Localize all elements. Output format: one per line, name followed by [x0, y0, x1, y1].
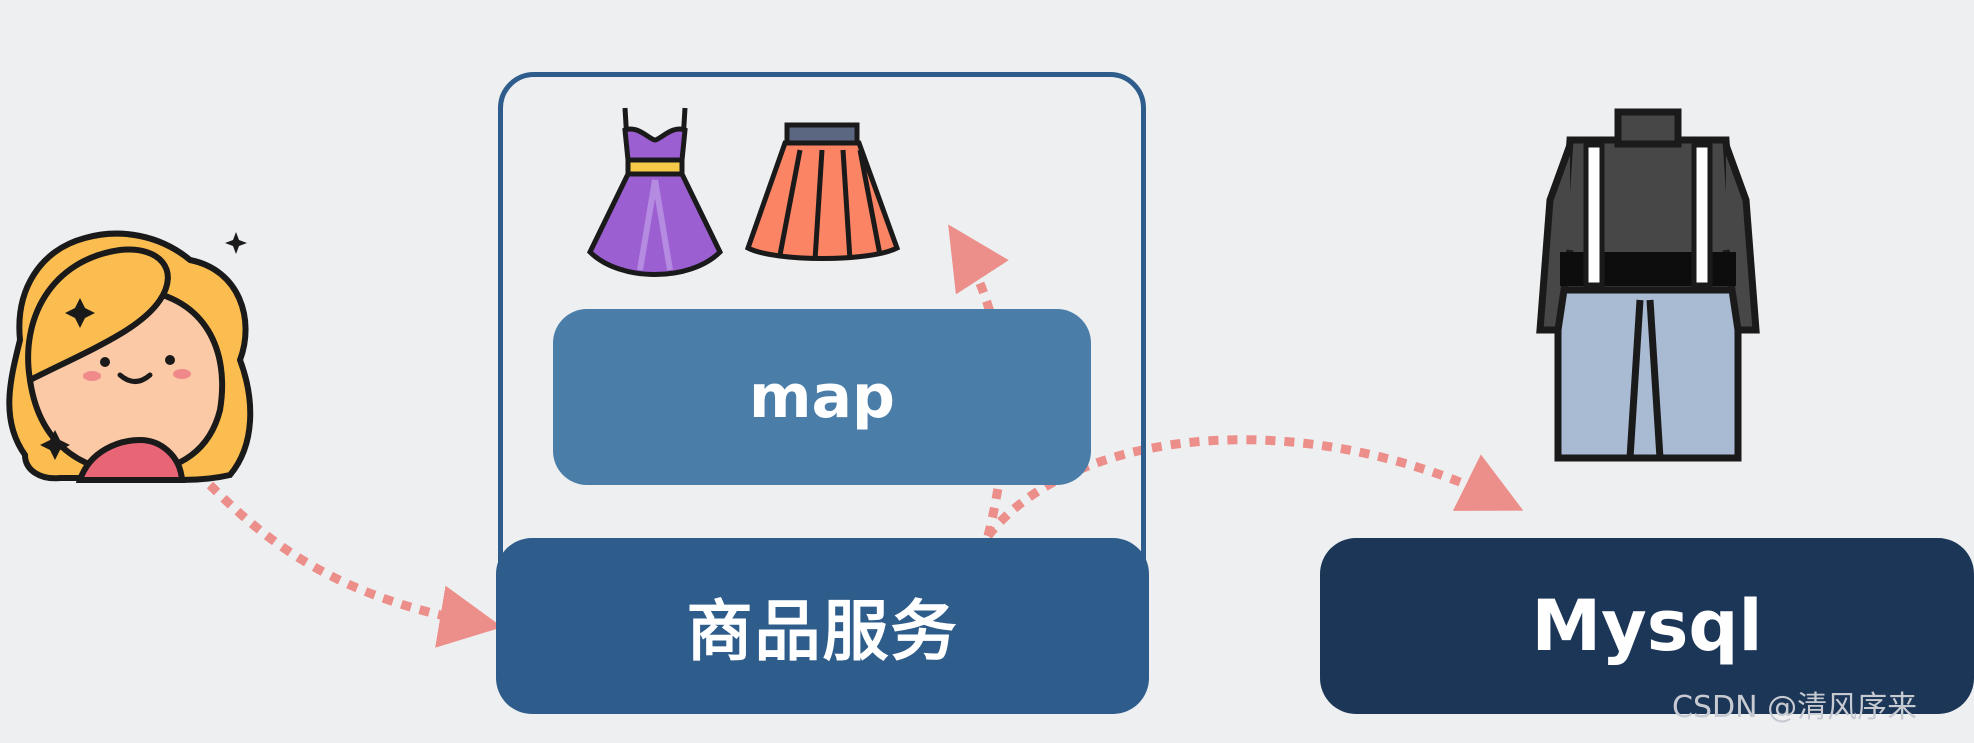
user-girl-icon	[9, 232, 250, 480]
map-box: map	[553, 309, 1091, 485]
service-label: 商品服务	[687, 578, 959, 674]
service-box: 商品服务	[496, 538, 1149, 714]
sweater-and-pants-icon	[1540, 112, 1756, 458]
watermark: CSDN @清风序来	[1672, 682, 1917, 726]
user-to-service-arrow	[210, 485, 490, 625]
mysql-label: Mysql	[1531, 585, 1762, 667]
map-label: map	[749, 362, 895, 432]
